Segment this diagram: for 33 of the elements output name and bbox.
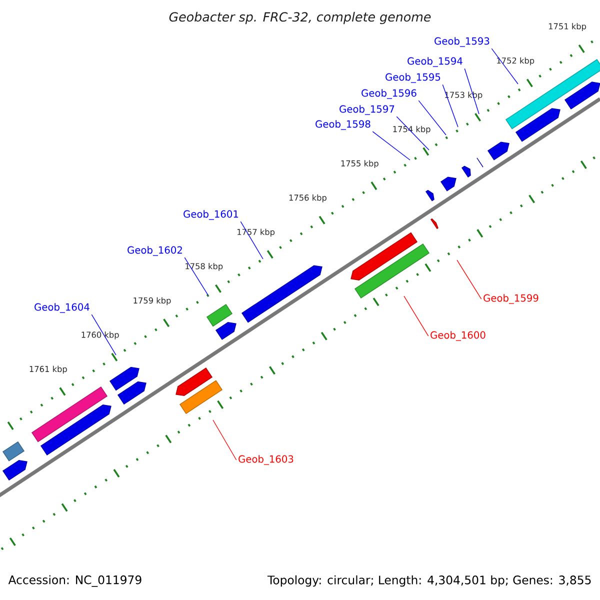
gene-label: Geob_1595 <box>386 73 440 83</box>
leader-line <box>442 84 458 128</box>
leader-line <box>212 420 237 460</box>
gene-label: Geob_1600 <box>430 331 486 341</box>
tick-label: 1759 kbp <box>134 297 171 306</box>
gene-label: Geob_1597 <box>340 105 394 115</box>
gene-label: Geob_1602 <box>128 246 182 256</box>
tick-label: 1761 kbp <box>30 366 67 374</box>
tick-label: 1755 kbp <box>341 160 378 168</box>
footer-text: Accession: NC_011979 <box>8 575 142 587</box>
gene-label: Geob_1593 <box>434 37 490 47</box>
gene-label: Geob_1604 <box>34 303 90 313</box>
leader-line <box>396 116 430 150</box>
gene-label: Geob_1596 <box>362 89 416 99</box>
leader-line <box>240 221 264 260</box>
tick-label: 1760 kbp <box>82 332 119 340</box>
leader-line <box>418 100 446 136</box>
leader-line <box>184 257 208 296</box>
leader-line <box>91 314 116 356</box>
leader-line <box>464 68 480 114</box>
gene-label: Geob_1598 <box>316 120 370 130</box>
footer-text: Topology: circular; Length: 4,304,501 bp; Genes: 3,855 <box>267 575 591 587</box>
leader-line <box>456 260 482 300</box>
leader-line <box>404 296 429 336</box>
leader-line <box>491 48 518 84</box>
title: Geobacter sp. FRC-32, complete genome <box>169 12 431 24</box>
gene-label: Geob_1594 <box>408 57 462 67</box>
tick-label: 1751 kbp <box>548 23 586 31</box>
leader-line <box>372 131 410 160</box>
tick-label: 1756 kbp <box>289 194 326 202</box>
gene-label: Geob_1599 <box>484 294 538 304</box>
gene-label: Geob_1601 <box>184 210 238 220</box>
gene-label: Geob_1603 <box>238 455 294 465</box>
